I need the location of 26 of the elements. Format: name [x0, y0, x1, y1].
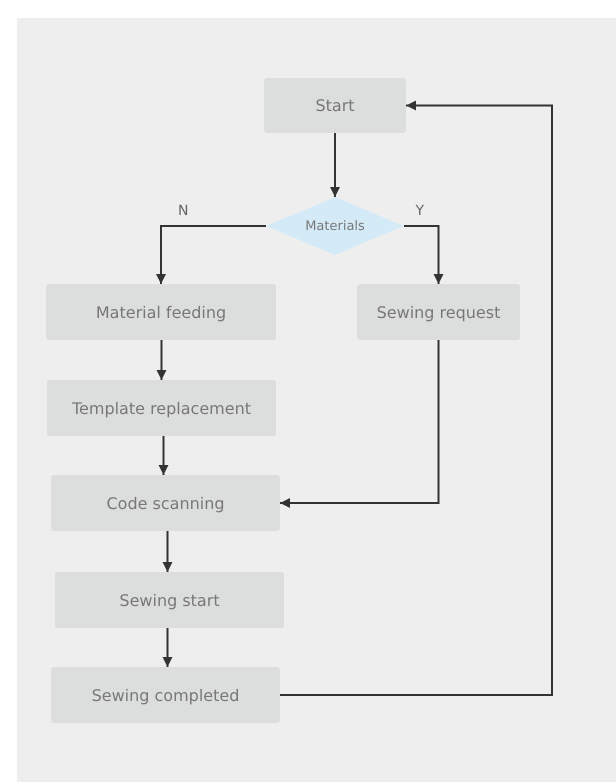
arrow: [162, 531, 172, 572]
process-box: [51, 667, 280, 723]
process-box: [55, 572, 284, 628]
arrow: [280, 340, 440, 508]
node-label: Template replacement: [72, 398, 252, 418]
arrow: [156, 225, 266, 284]
process-box: [46, 284, 276, 340]
arrow: [404, 225, 444, 284]
process-box: [264, 78, 406, 133]
arrow: [162, 628, 172, 667]
node-label: Sewing start: [119, 590, 220, 610]
arrow: [158, 436, 168, 475]
node-label: Sewing completed: [92, 686, 240, 704]
node-label: Sewing request: [376, 302, 500, 322]
edge-label: N: [178, 204, 188, 218]
node-label: Code scanning: [106, 494, 224, 512]
arrow: [330, 133, 340, 197]
arrow: [156, 340, 166, 380]
process-box: [51, 475, 280, 531]
arrow: [280, 100, 553, 696]
node-label: Materials: [305, 218, 365, 234]
process-box: [357, 284, 520, 340]
node-label: Start: [315, 96, 355, 115]
process-box: [47, 380, 276, 436]
decision-diamond: [266, 197, 404, 255]
node-label: Material feeding: [96, 302, 226, 322]
